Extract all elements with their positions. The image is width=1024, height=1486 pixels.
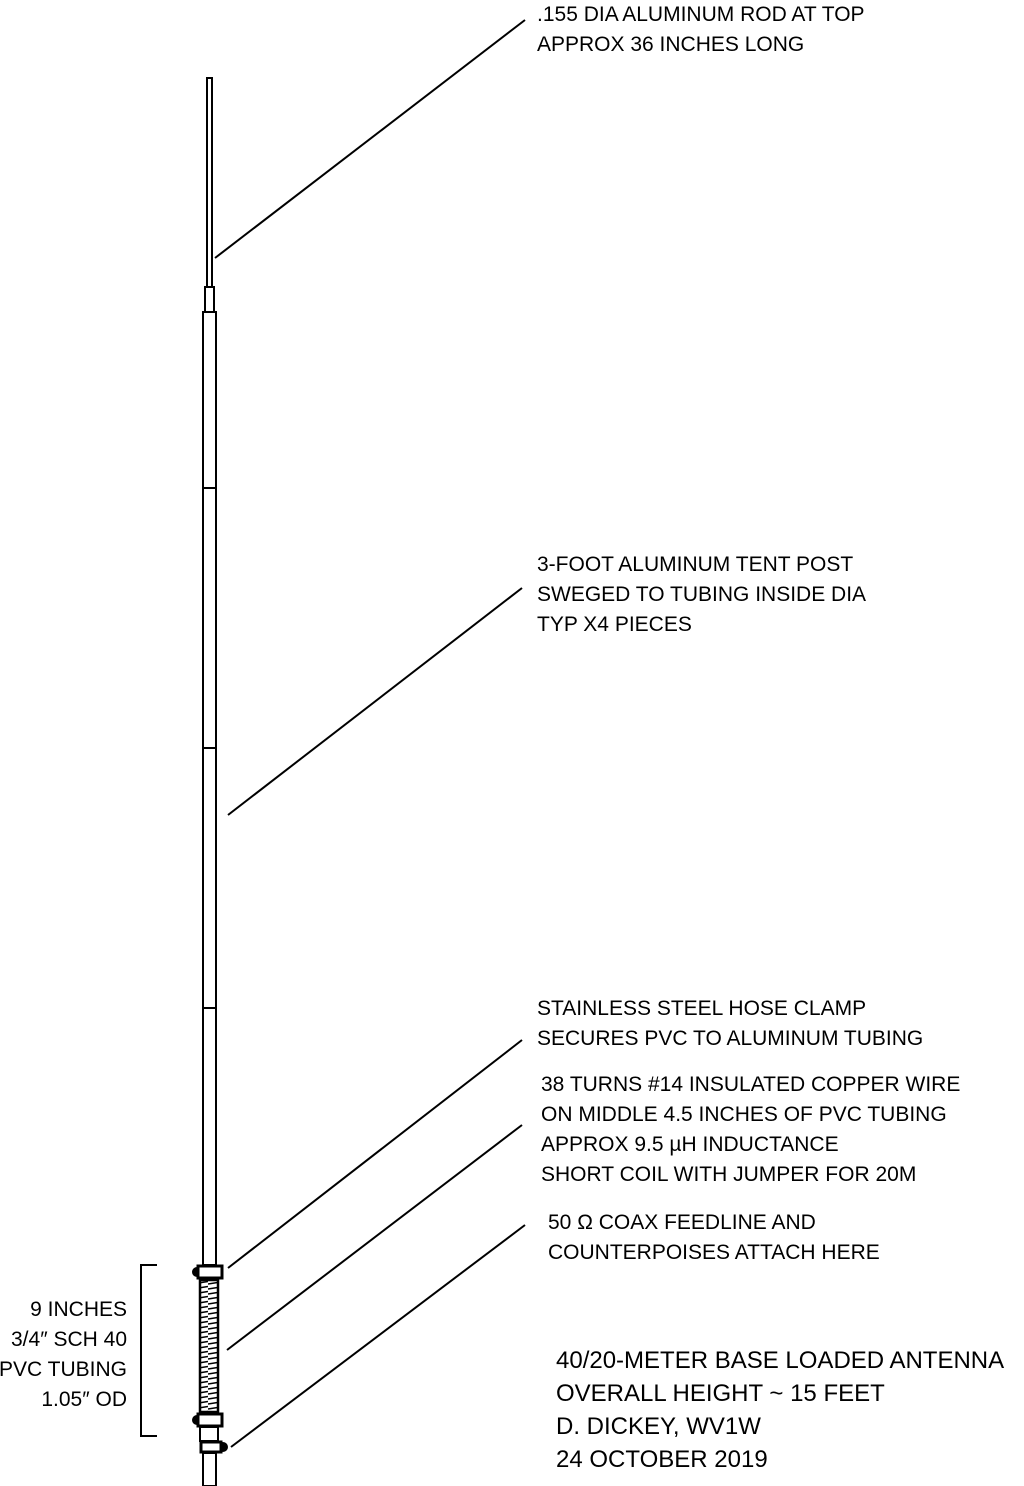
rod-sleeve	[204, 286, 215, 313]
drawing-part	[199, 1440, 223, 1454]
label-text: COUNTERPOISES ATTACH HERE	[548, 1241, 880, 1264]
top-rod	[206, 77, 213, 288]
pvc-label: 9 INCHES 3/4″ SCH 40 PVC TUBING 1.05″ OD	[0, 1298, 127, 1411]
label-text: 1.05″ OD	[41, 1388, 127, 1411]
leader-line	[227, 587, 523, 816]
label-text: 38 TURNS #14 INSULATED COPPER WIRE	[541, 1073, 960, 1096]
feedpoint-clamp	[199, 1440, 228, 1454]
lower-hose-clamp	[192, 1412, 224, 1428]
rod-label: .155 DIA ALUMINUM ROD AT TOP APPROX 36 I…	[537, 3, 865, 56]
drawing-part	[196, 1264, 224, 1280]
antenna-drawing	[140, 77, 228, 1486]
label-text: 50 Ω COAX FEEDLINE AND	[548, 1211, 816, 1234]
label-text: PVC TUBING	[0, 1358, 127, 1381]
tent-post-3	[202, 747, 217, 1009]
hose-clamp-label: STAINLESS STEEL HOSE CLAMP SECURES PVC T…	[537, 997, 923, 1050]
label-text: SWEGED TO TUBING INSIDE DIA	[537, 583, 866, 606]
label-text: SECURES PVC TO ALUMINUM TUBING	[537, 1027, 923, 1050]
title-block: 40/20-METER BASE LOADED ANTENNA OVERALL …	[556, 1347, 1004, 1473]
label-text: APPROX 36 INCHES LONG	[537, 33, 804, 56]
label-text: STAINLESS STEEL HOSE CLAMP	[537, 997, 866, 1020]
label-text: ON MIDDLE 4.5 INCHES OF PVC TUBING	[541, 1103, 947, 1126]
label-text: APPROX 9.5 µH INDUCTANCE	[541, 1133, 839, 1156]
loading-coil	[198, 1278, 220, 1414]
tent-post-1	[202, 311, 217, 489]
feedpoint-label: 50 Ω COAX FEEDLINE AND COUNTERPOISES ATT…	[548, 1211, 880, 1264]
leader-line	[227, 1039, 523, 1269]
label-text: TYP X4 PIECES	[537, 613, 692, 636]
label-text: D. DICKEY, WV1W	[556, 1413, 761, 1440]
label-text: SHORT COIL WITH JUMPER FOR 20M	[541, 1163, 916, 1186]
mast-bottom	[202, 1452, 217, 1486]
pvc-dimension-bracket	[140, 1264, 157, 1437]
leader-line	[214, 19, 526, 259]
leader-line	[226, 1124, 523, 1351]
label-text: 40/20-METER BASE LOADED ANTENNA	[556, 1347, 1004, 1374]
tent-post-2	[202, 487, 217, 749]
label-text: 3-FOOT ALUMINUM TENT POST	[537, 553, 853, 576]
tent-post-4	[202, 1007, 217, 1266]
label-text: .155 DIA ALUMINUM ROD AT TOP	[537, 3, 865, 26]
pvc-bottom	[199, 1426, 219, 1442]
upper-hose-clamp	[192, 1264, 224, 1280]
label-text: 3/4″ SCH 40	[11, 1328, 127, 1351]
label-text: 9 INCHES	[30, 1298, 127, 1321]
leader-lines	[214, 19, 526, 1448]
tent-post-label: 3-FOOT ALUMINUM TENT POST SWEGED TO TUBI…	[537, 553, 866, 636]
drawing-part	[196, 1412, 224, 1428]
label-text: 24 OCTOBER 2019	[556, 1446, 768, 1473]
label-text: OVERALL HEIGHT ~ 15 FEET	[556, 1380, 885, 1407]
coil-label: 38 TURNS #14 INSULATED COPPER WIRE ON MI…	[541, 1073, 960, 1186]
leader-line	[230, 1224, 526, 1448]
